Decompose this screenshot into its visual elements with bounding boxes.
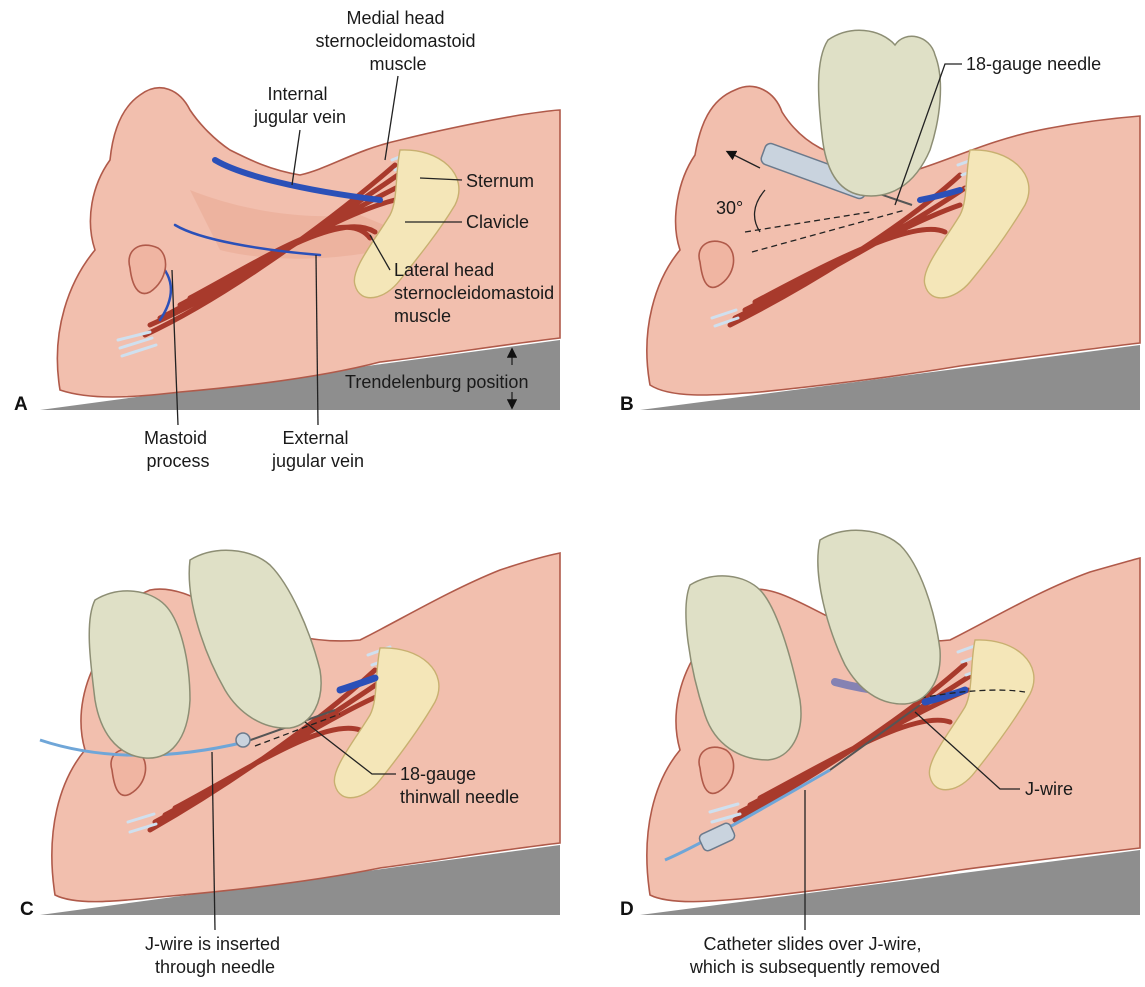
- panel-a: A Medial head sternocleidomastoid muscle…: [14, 8, 560, 471]
- panel-c: C 18-gauge thinwall needle J-wire is ins…: [20, 550, 560, 977]
- needle-hub: [236, 733, 250, 747]
- medial-head-label: Medial head sternocleidomastoid muscle: [315, 8, 480, 74]
- caption-c: J-wire is inserted through needle: [145, 934, 285, 977]
- sternum-label: Sternum: [466, 171, 534, 191]
- panel-d: D J-wire Catheter slides over J-wire, wh…: [620, 530, 1140, 977]
- j-wire-label: J-wire: [1025, 779, 1073, 799]
- external-jugular-label: External jugular vein: [271, 428, 364, 471]
- panel-letter: D: [620, 899, 634, 920]
- panel-letter: A: [14, 394, 28, 415]
- trendelenburg-label: Trendelenburg position: [345, 372, 528, 392]
- angle-label: 30°: [716, 198, 743, 218]
- panel-b: 30° B 18-gauge needle: [620, 30, 1140, 415]
- mastoid-label: Mastoid process: [144, 428, 212, 471]
- needle-label: 18-gauge needle: [966, 54, 1101, 74]
- panel-letter: C: [20, 899, 34, 920]
- internal-jugular-label: Internal jugular vein: [253, 84, 346, 127]
- clavicle-label: Clavicle: [466, 212, 529, 232]
- panel-letter: B: [620, 394, 634, 415]
- caption-d: Catheter slides over J-wire, which is su…: [689, 934, 940, 977]
